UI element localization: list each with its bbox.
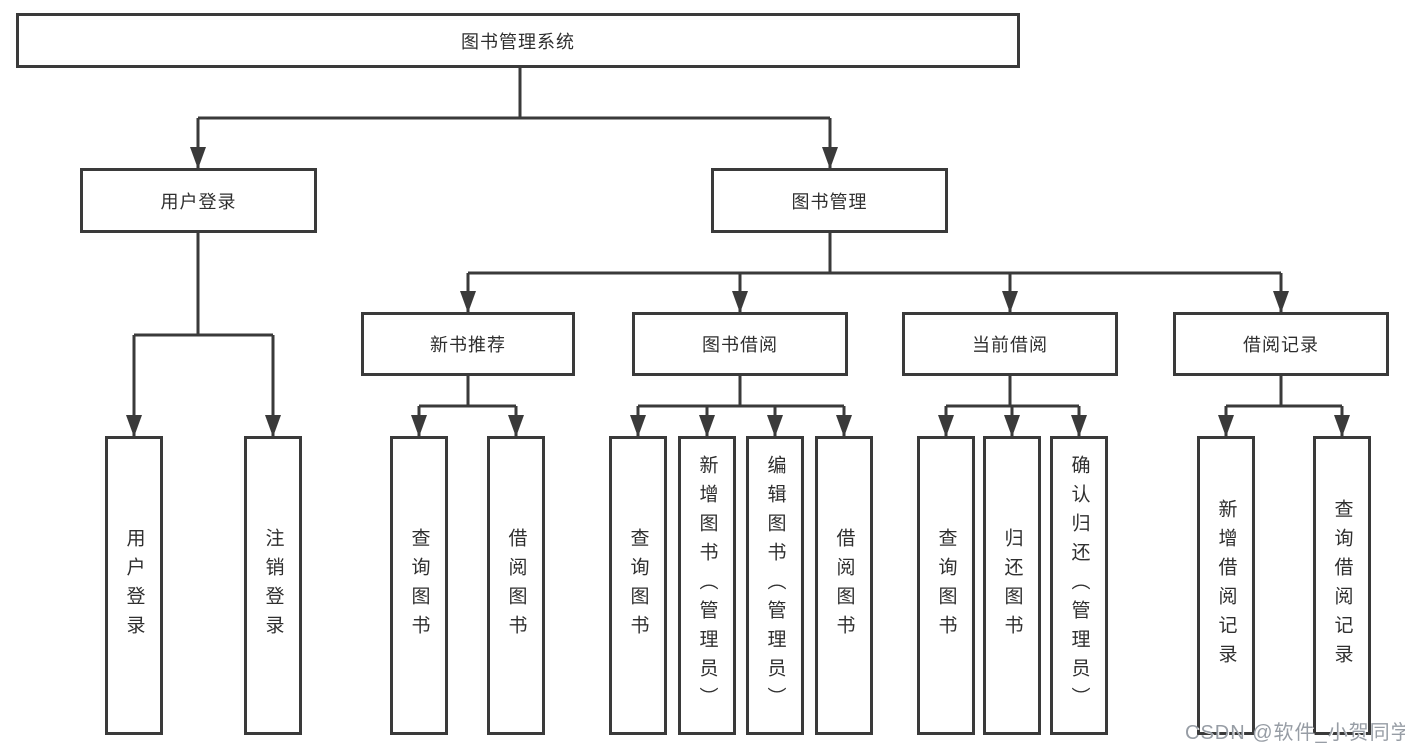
leaf-label: 查询图书 xyxy=(408,527,430,644)
leaf-cb-query-books: 查询图书 xyxy=(917,436,975,735)
node-borrowing-records: 借阅记录 xyxy=(1173,312,1389,376)
node-label: 图书管理系统 xyxy=(461,31,575,52)
node-label: 图书借阅 xyxy=(702,335,778,355)
node-label: 当前借阅 xyxy=(972,335,1048,355)
leaf-label: 用户登录 xyxy=(123,527,145,644)
csdn-watermark: CSDN @软件_小贺同学 xyxy=(1185,722,1405,744)
leaf-label: 查询图书 xyxy=(935,527,957,644)
node-label: 新书推荐 xyxy=(430,335,506,355)
leaf-bb-edit-books-admin: 编辑图书（管理员） xyxy=(746,436,804,735)
leaf-bb-borrow-books: 借阅图书 xyxy=(815,436,873,735)
leaf-label: 查询借阅记录 xyxy=(1331,498,1353,673)
leaf-label: 新增图书（管理员） xyxy=(696,455,718,716)
leaf-label: 编辑图书（管理员） xyxy=(764,455,786,716)
leaf-label: 确认归还（管理员） xyxy=(1068,455,1090,716)
leaf-rec-query-books: 查询图书 xyxy=(390,436,448,735)
node-user-login: 用户登录 xyxy=(80,168,317,233)
node-current-borrowing: 当前借阅 xyxy=(902,312,1118,376)
node-label: 借阅记录 xyxy=(1243,335,1319,355)
node-new-book-recommend: 新书推荐 xyxy=(361,312,575,376)
leaf-label: 借阅图书 xyxy=(505,527,527,644)
leaf-cb-confirm-return-admin: 确认归还（管理员） xyxy=(1050,436,1108,735)
leaf-label: 归还图书 xyxy=(1001,527,1023,644)
leaf-cb-return-books: 归还图书 xyxy=(983,436,1041,735)
leaf-bb-add-books-admin: 新增图书（管理员） xyxy=(678,436,736,735)
leaf-label: 借阅图书 xyxy=(833,527,855,644)
leaf-bb-query-books: 查询图书 xyxy=(609,436,667,735)
leaf-user-login: 用户登录 xyxy=(105,436,163,735)
node-label: 图书管理 xyxy=(791,191,868,212)
node-book-management: 图书管理 xyxy=(711,168,948,233)
node-library-system: 图书管理系统 xyxy=(16,13,1020,68)
leaf-label: 查询图书 xyxy=(627,527,649,644)
leaf-label: 新增借阅记录 xyxy=(1215,498,1237,673)
leaf-br-add-record: 新增借阅记录 xyxy=(1197,436,1255,735)
leaf-br-query-record: 查询借阅记录 xyxy=(1313,436,1371,735)
node-label: 用户登录 xyxy=(160,191,237,212)
node-book-borrowing: 图书借阅 xyxy=(632,312,848,376)
leaf-rec-borrow-books: 借阅图书 xyxy=(487,436,545,735)
leaf-logout: 注销登录 xyxy=(244,436,302,735)
leaf-label: 注销登录 xyxy=(262,527,284,644)
